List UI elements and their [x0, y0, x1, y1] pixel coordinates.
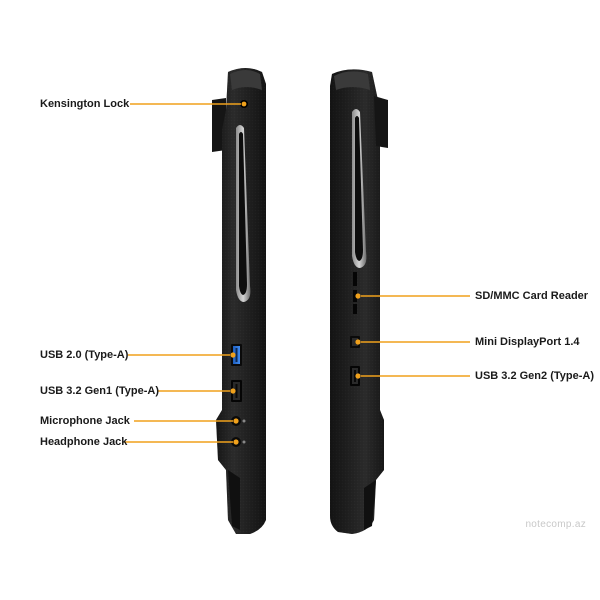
lock-icon	[240, 100, 248, 108]
label-usb-2-0: USB 2.0 (Type-A)	[40, 349, 129, 361]
displayport-icon	[350, 336, 361, 348]
label-sd-mmc-card-reader: SD/MMC Card Reader	[475, 290, 589, 302]
right-laptop-side	[330, 69, 388, 534]
left-top-cap	[230, 70, 262, 90]
left-foot	[228, 470, 240, 530]
right-foot	[364, 480, 376, 530]
usb-icon	[230, 380, 242, 402]
callout-lines	[124, 103, 470, 443]
watermark: notecomp.az	[525, 519, 586, 530]
left-laptop-side	[212, 68, 266, 534]
headphone-icon	[231, 437, 246, 447]
microphone-icon	[231, 416, 246, 426]
usb-icon	[230, 344, 242, 366]
right-top-cap	[334, 71, 370, 90]
sd-card-icon	[353, 272, 361, 314]
label-kensington-lock: Kensington Lock	[40, 98, 130, 110]
usb-icon	[350, 366, 361, 386]
label-headphone-jack: Headphone Jack	[40, 436, 128, 448]
label-mini-displayport: Mini DisplayPort 1.4	[475, 336, 580, 348]
label-microphone-jack: Microphone Jack	[40, 415, 130, 427]
label-usb-3-2-gen2: USB 3.2 Gen2 (Type-A)	[475, 370, 594, 382]
label-usb-3-2-gen1: USB 3.2 Gen1 (Type-A)	[40, 385, 159, 397]
right-hinge-block	[374, 96, 388, 148]
